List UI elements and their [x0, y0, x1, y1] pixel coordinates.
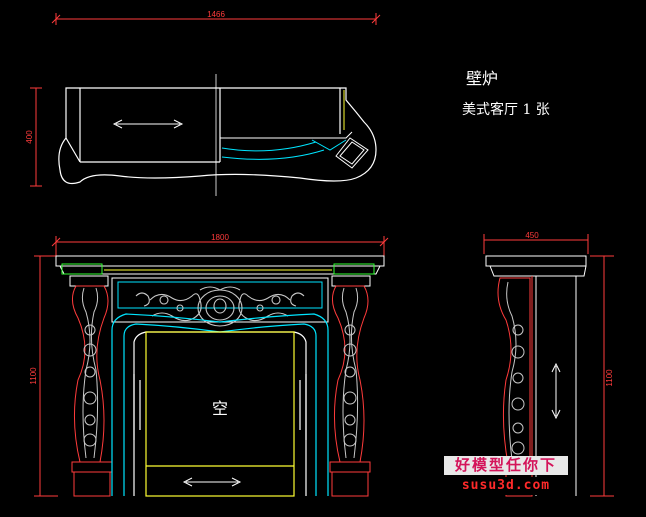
dim-front-width-label: 1800: [211, 233, 229, 242]
plan-inner-lines: [220, 90, 369, 169]
dim-top-depth: [30, 87, 42, 187]
dim-side-height: [590, 255, 614, 497]
dim-top-depth-label: 400: [25, 130, 34, 144]
dim-front-height-label: 1100: [29, 367, 38, 385]
watermark-url: susu3d.com: [444, 477, 568, 495]
side-elevation: 450 1100: [483, 231, 614, 497]
central-carving: [135, 286, 305, 327]
firebox-surround: [111, 313, 329, 497]
plan-arrow-icon: [112, 119, 184, 129]
dim-top-width: [51, 13, 381, 25]
side-arrow-icon: [551, 362, 561, 420]
dim-side-depth: [483, 234, 589, 254]
drawing-title: 壁炉: [466, 69, 498, 88]
dim-front-width: [51, 236, 389, 256]
hearth-arrow-icon: [182, 477, 242, 487]
watermark-text: 好模型任你下: [454, 456, 557, 474]
dim-side-depth-label: 450: [525, 231, 539, 240]
dim-front-height: [34, 255, 58, 497]
drawing-subtitle: 美式客厅 1 张: [462, 101, 550, 118]
right-column: [329, 275, 371, 497]
left-column: [69, 275, 113, 497]
mantel-shelf: [55, 255, 385, 275]
firebox-label: 空: [212, 399, 228, 418]
watermark-background: [444, 456, 568, 475]
dim-top-width-label: 1466: [207, 10, 225, 19]
plan-view: 1466 400: [25, 10, 381, 196]
front-elevation: 1800 1100: [29, 233, 389, 497]
dim-side-height-label: 1100: [605, 369, 614, 387]
plan-outline: [58, 87, 377, 185]
